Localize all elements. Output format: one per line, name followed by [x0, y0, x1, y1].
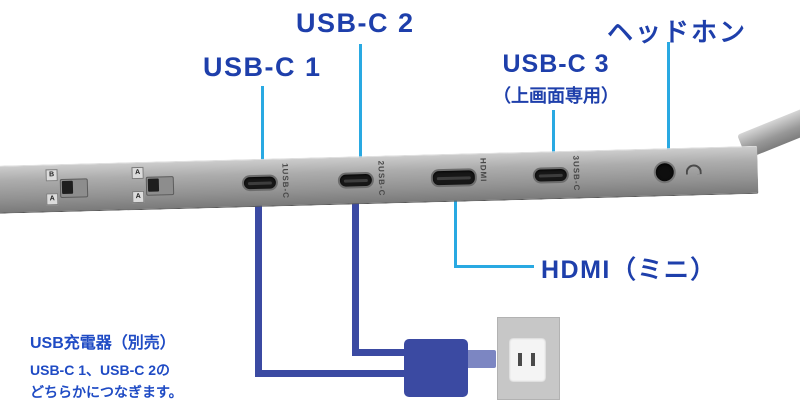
- label-hdmi: HDMI（ミニ）: [541, 256, 717, 284]
- callout-line-hdmi-horizontal: [454, 265, 534, 268]
- slide-switch-knob: [147, 178, 160, 192]
- port-marking-usb-c-3: 3USB-C: [570, 155, 581, 195]
- switch-letter: B: [45, 169, 58, 182]
- port-marking-usb-c-2: 2USB-C: [375, 161, 386, 201]
- label-usb-c-3-sub: （上画面専用）: [493, 86, 619, 106]
- label-usb-c-3-block: USB-C 3 （上画面専用）: [470, 50, 642, 108]
- label-usb-c-3: USB-C 3: [502, 50, 610, 78]
- outlet-slot: [531, 353, 535, 366]
- hdmi-port: [430, 168, 478, 188]
- callout-line-usb-c-2: [359, 44, 362, 172]
- charger-note-line2: どちらかにつなぎます。: [30, 384, 183, 400]
- callout-line-hdmi-vertical: [454, 195, 457, 268]
- port-marking-text: HDMI: [478, 157, 488, 183]
- callout-line-headphone: [667, 42, 670, 176]
- cable-usb-c-2-horizontal: [352, 349, 410, 356]
- outlet-slot: [518, 353, 522, 366]
- headphone-icon: [685, 164, 702, 175]
- port-marking-usb-c-1: 1USB-C: [279, 163, 290, 203]
- port-marking-text: USB-C: [280, 168, 291, 200]
- cable-usb-c-2-vertical: [352, 195, 359, 355]
- label-usb-c-1: USB-C 1: [203, 52, 322, 82]
- port-marking-hdmi: HDMI: [477, 158, 488, 198]
- callout-line-usb-c-3: [552, 110, 555, 172]
- label-headphone: ヘッドホン: [607, 17, 748, 47]
- slide-switch-knob: [61, 180, 74, 195]
- switch-letter: A: [131, 166, 144, 180]
- monitor-edge: B A A A 1USB-C 2USB-C HDMI 3USB-C: [0, 145, 759, 214]
- usb-c-2-port: [337, 171, 375, 189]
- usb-c-1-port: [241, 174, 279, 192]
- charger-plug-prong: [464, 350, 496, 368]
- switch-letter: A: [46, 193, 59, 206]
- charger-note-line1: USB-C 1、USB-C 2の: [30, 362, 171, 378]
- port-marking-text: USB-C: [376, 165, 387, 197]
- usb-c-3-port: [532, 166, 570, 184]
- switch-letter: A: [132, 190, 145, 204]
- charger-note-title: USB充電器（別売）: [30, 335, 176, 352]
- cable-usb-c-1-horizontal: [255, 370, 410, 377]
- wall-outlet: [497, 317, 560, 400]
- outlet-plate: [509, 338, 546, 382]
- cable-usb-c-1-vertical: [255, 195, 262, 377]
- charger-note: USB充電器（別売） USB-C 1、USB-C 2の どちらかにつなぎます。: [30, 329, 183, 403]
- headphone-jack: [653, 160, 677, 184]
- callout-line-usb-c-1: [261, 86, 264, 172]
- label-usb-c-2: USB-C 2: [296, 8, 415, 38]
- usb-charger: [404, 339, 468, 397]
- port-marking-text: USB-C: [571, 160, 582, 192]
